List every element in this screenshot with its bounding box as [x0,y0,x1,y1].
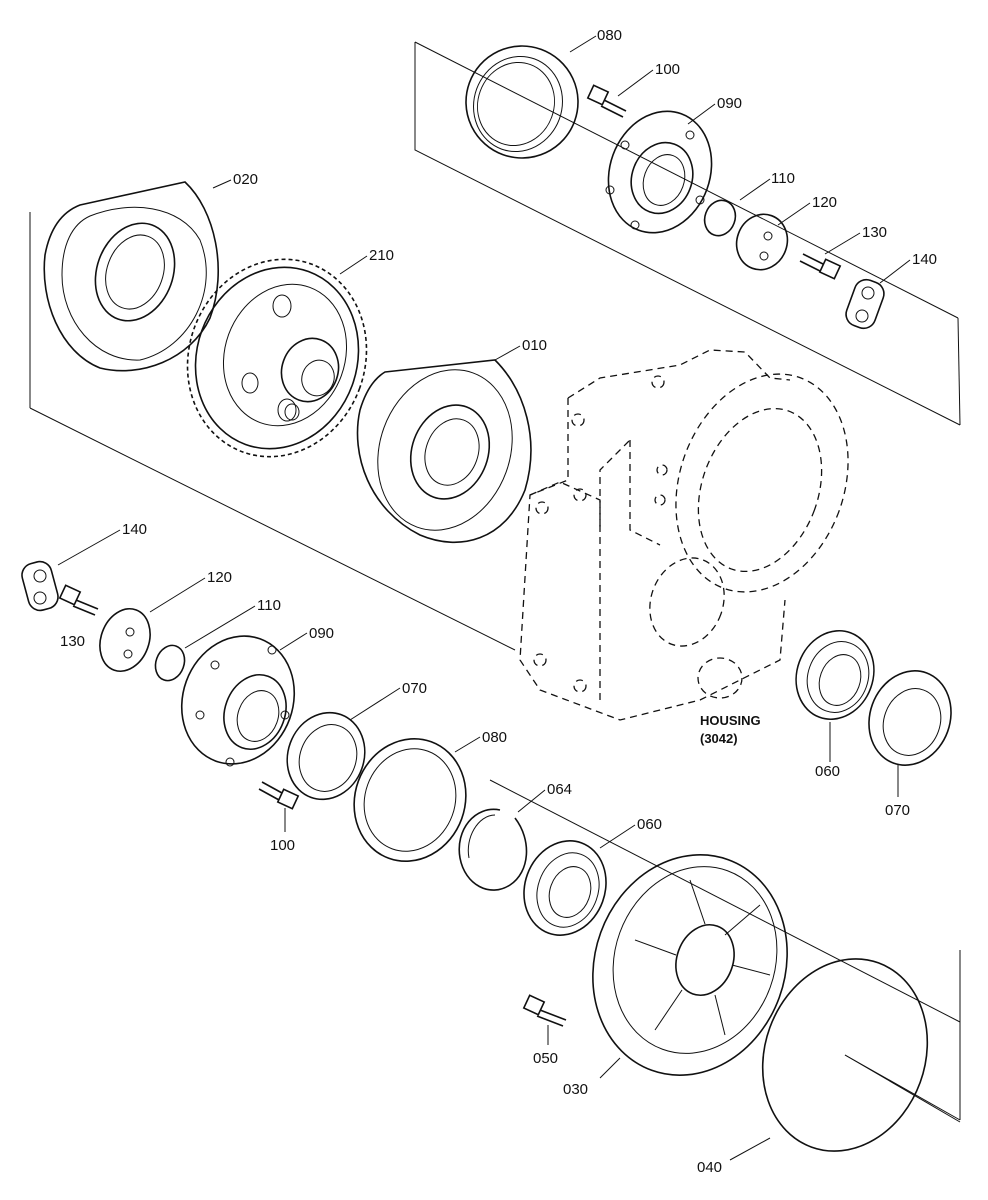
housing-name-label: HOUSING [700,713,761,728]
part-210-gear [186,258,368,458]
label-210: 210 [369,247,394,264]
part-130-lower-bolt [58,584,99,616]
label-040: 040 [697,1159,722,1176]
label-050: 050 [533,1050,558,1067]
part-130-upper-bolt [799,253,842,280]
label-020: 020 [233,171,258,188]
label-110-lower: 110 [257,597,281,614]
part-110-lower-oring [154,644,186,682]
label-130-upper: 130 [862,224,887,241]
part-120-lower-washer [99,608,151,672]
part-080-lower-seal [353,737,467,863]
label-060-right: 060 [815,763,840,780]
part-080-upper [465,45,579,159]
housing-3042 [519,349,849,721]
housing-code-label: (3042) [700,731,738,746]
part-030-cover [592,854,788,1076]
part-010-cover [356,359,532,543]
part-110-upper-oring [703,199,737,237]
part-040-gasket [761,958,929,1152]
label-130-lower: 130 [60,633,85,650]
part-090-upper-flange [605,110,713,234]
part-140-upper-lockplate [845,278,885,330]
part-060-right-bearing [795,629,875,721]
part-070-right-seal [868,670,952,766]
label-140-lower: 140 [122,521,147,538]
part-070-lower-seal [286,711,366,801]
part-050-bolt [522,994,567,1027]
label-090-upper: 090 [717,95,742,112]
label-064: 064 [547,781,572,798]
label-100-upper: 100 [655,61,680,78]
label-110-upper: 110 [771,170,795,187]
part-100-lower-bolt [258,781,300,810]
label-070-lower: 070 [402,680,427,697]
part-060-lower-bearing [523,840,607,936]
part-020-cover [43,181,220,372]
label-140-upper: 140 [912,251,937,268]
label-080-lower: 080 [482,729,507,746]
label-100-lower: 100 [270,837,295,854]
part-140-lower-lockplate [21,560,59,612]
part-labels: 080 100 090 110 120 130 140 020 210 010 … [60,27,937,1176]
label-030: 030 [563,1081,588,1098]
label-120-upper: 120 [812,194,837,211]
assembly-outline [29,41,961,1121]
label-010: 010 [522,337,547,354]
part-100-upper-bolt [586,84,627,118]
leader-lines [57,35,961,1161]
label-080-upper: 080 [597,27,622,44]
part-064-snap-ring [458,808,528,891]
part-120-upper-washer [735,213,789,271]
label-090-lower: 090 [309,625,334,642]
label-120-lower: 120 [207,569,232,586]
label-070-right: 070 [885,802,910,819]
label-060-lower: 060 [637,816,662,833]
part-090-lower-flange [180,635,296,767]
